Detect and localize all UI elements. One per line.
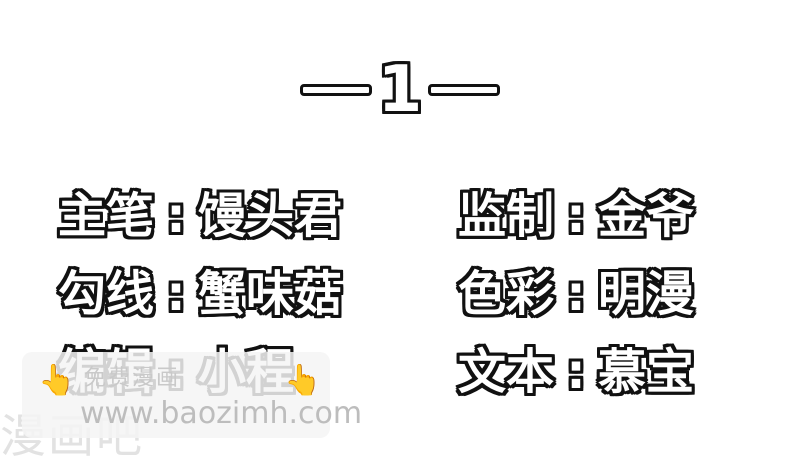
credit-liner: 勾线:蟹味菇: [58, 266, 342, 322]
credit-supervisor: 监制:金爷: [458, 188, 694, 244]
credit-role: 主笔: [58, 188, 155, 244]
credit-name: 馒头君: [198, 188, 343, 244]
pointing-hand-icon: 👆: [38, 363, 76, 398]
watermark-banner[interactable]: 👆 免费漫画 👆 www.baozimh.com: [22, 352, 362, 438]
credit-role: 监制: [458, 188, 555, 244]
left-dash: [300, 84, 372, 96]
watermark-url[interactable]: www.baozimh.com: [80, 396, 363, 431]
chapter-number: 1: [377, 53, 423, 127]
credit-role: 文本: [458, 344, 555, 400]
credit-colon: :: [166, 266, 186, 322]
credit-role: 色彩: [458, 266, 555, 322]
chapter-title: 1: [300, 50, 500, 130]
credit-penciller: 主笔:馒头君: [58, 188, 342, 244]
credit-name: 明漫: [598, 266, 695, 322]
credit-name: 蟹味菇: [198, 266, 343, 322]
credit-name: 金爷: [598, 188, 695, 244]
credit-colon: :: [566, 266, 586, 322]
right-dash: [428, 84, 500, 96]
credit-writer: 文本:慕宝: [458, 344, 694, 400]
credit-colon: :: [566, 344, 586, 400]
pointing-hand-icon: 👆: [284, 363, 322, 398]
credit-role: 勾线: [58, 266, 155, 322]
credit-colon: :: [566, 188, 586, 244]
credit-colon: :: [166, 188, 186, 244]
watermark-title: 免费漫画: [84, 366, 181, 391]
credit-colorist: 色彩:明漫: [458, 266, 694, 322]
credit-name: 慕宝: [598, 344, 695, 400]
